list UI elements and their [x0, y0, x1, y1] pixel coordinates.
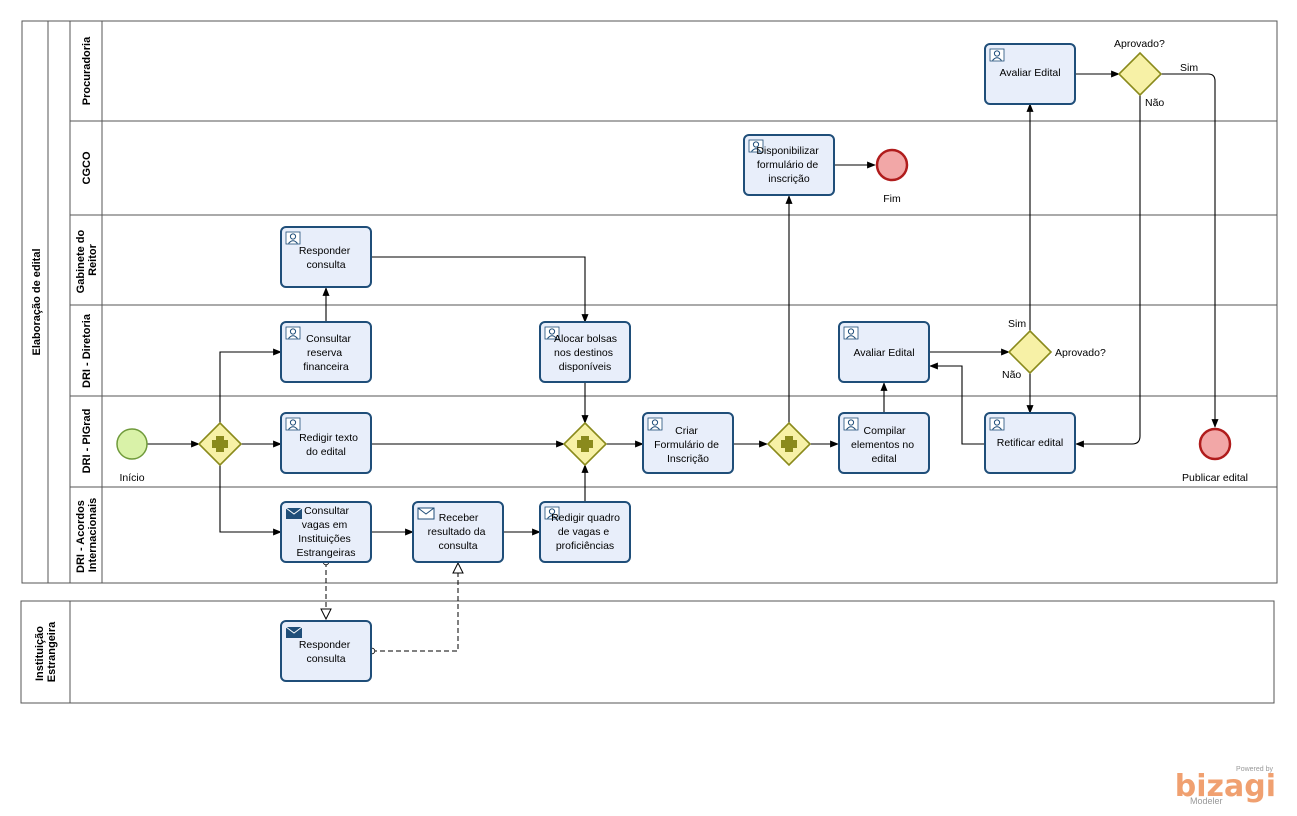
- end-event-fim: Fim: [875, 148, 909, 205]
- receive-message-icon: [417, 507, 435, 520]
- start-event-label: Início: [119, 472, 144, 484]
- message-flows: [326, 562, 458, 651]
- svg-text:Responder consulta: Responder consulta: [299, 639, 353, 665]
- svg-text:Disponibilizar formulári: Disponibilizar formulário de inscrição: [756, 145, 821, 185]
- user-icon: [285, 326, 301, 340]
- gateway-sim-label: Sim: [1008, 318, 1026, 330]
- user-icon: [989, 417, 1005, 431]
- svg-text:Alocar bolsas nos destin: Alocar bolsas nos destinos disponíveis: [554, 333, 620, 373]
- end-event-publicar-label: Publicar edital: [1182, 472, 1248, 484]
- logo-name: bizagi: [1175, 769, 1276, 804]
- send-message-icon: [285, 626, 303, 639]
- svg-text:Responder consulta: Responder consulta: [299, 245, 353, 271]
- svg-text:Receber resultado da: Receber resultado da consulta: [428, 512, 489, 552]
- end-event-publicar: Publicar edital: [1182, 427, 1248, 484]
- lane-title-gabinete: Gabinete do Reitor: [75, 227, 99, 294]
- lane-title-procuradoria: Procuradoria: [81, 36, 93, 105]
- user-icon: [843, 417, 859, 431]
- task-avaliar-edital-procuradoria[interactable]: Avaliar Edital: [984, 43, 1076, 105]
- parallel-gateway-2: [562, 421, 608, 467]
- gateway-question-label: Aprovado?: [1055, 347, 1106, 359]
- logo-powered-text: Powered by: [1236, 766, 1273, 773]
- logo-subtitle: Modeler: [1190, 796, 1223, 806]
- task-consultar-vagas[interactable]: Consultar vagas em Instituições Estrange…: [280, 501, 372, 563]
- svg-text:Consultar vagas em: Consultar vagas em Instituições Estrange…: [297, 505, 356, 559]
- exclusive-gateway-diretoria: Aprovado? Sim Não: [1002, 318, 1106, 381]
- user-icon: [285, 231, 301, 245]
- end-event-fim-label: Fim: [883, 193, 901, 205]
- lane-title-cgco: CGCO: [81, 151, 93, 184]
- svg-text:Avaliar Edital: Avaliar Edital: [853, 347, 914, 359]
- svg-text:Retificar edital: Retificar edital: [997, 437, 1064, 449]
- plus-icon: [577, 436, 593, 452]
- svg-text:Consultar reserva: Consultar reserva financeira: [303, 333, 354, 373]
- user-icon: [285, 417, 301, 431]
- lane-title-diretoria: DRI - Diretoria: [81, 313, 93, 388]
- pool-title-external: Instituição Estrangeira: [34, 621, 58, 682]
- gateway-question-label: Aprovado?: [1114, 38, 1165, 50]
- task-redigir-quadro[interactable]: Redigir quadro de vagas e proficiências: [539, 501, 631, 563]
- task-retificar-edital[interactable]: Retificar edital: [984, 412, 1076, 474]
- parallel-gateway-1: [197, 421, 243, 467]
- start-event-inicio: Início: [116, 428, 148, 484]
- lane-title-pigrad: DRI - PIGrad: [81, 409, 93, 474]
- svg-text:Criar Formulário de: Criar Formulário de Inscrição: [654, 425, 722, 465]
- gateway-nao-label: Não: [1002, 369, 1021, 381]
- svg-text:Compilar elementos no: Compilar elementos no edital: [851, 425, 917, 465]
- lane-dividers: [70, 120, 1277, 488]
- lane-title-acordos: DRI - Acordos Internacionais: [75, 497, 99, 573]
- user-icon: [989, 48, 1005, 62]
- plus-icon: [781, 436, 797, 452]
- parallel-gateway-3: [766, 421, 812, 467]
- pool-title-main: Elaboração de edital: [31, 249, 43, 356]
- gateway-nao-label: Não: [1145, 97, 1164, 109]
- send-message-icon: [285, 507, 303, 520]
- gateway-sim-label: Sim: [1180, 62, 1198, 74]
- exclusive-gateway-procuradoria: Aprovado? Sim Não: [1114, 38, 1198, 109]
- task-alocar-bolsas[interactable]: Alocar bolsas nos destinos disponíveis: [539, 321, 631, 383]
- task-criar-formulario[interactable]: Criar Formulário de Inscrição: [642, 412, 734, 474]
- task-avaliar-edital-diretoria[interactable]: Avaliar Edital: [838, 321, 930, 383]
- task-receber-resultado[interactable]: Receber resultado da consulta: [412, 501, 504, 563]
- plus-icon: [212, 436, 228, 452]
- pool-main: Elaboração de edital: [21, 20, 1278, 584]
- svg-text:Redigir quadro de vagas: Redigir quadro de vagas e proficiências: [551, 512, 623, 552]
- user-icon: [647, 417, 663, 431]
- task-disponibilizar-formulario[interactable]: Disponibilizar formulário de inscrição: [743, 134, 835, 196]
- bizagi-logo: Powered by bizagi Modeler: [1175, 766, 1276, 806]
- svg-text:Redigir texto do edital: Redigir texto do edital: [299, 432, 361, 458]
- task-consultar-reserva-financeira[interactable]: Consultar reserva financeira: [280, 321, 372, 383]
- svg-text:Avaliar Edital: Avaliar Edital: [999, 67, 1060, 79]
- task-responder-consulta-gabinete[interactable]: Responder consulta: [280, 226, 372, 288]
- task-redigir-texto-edital[interactable]: Redigir texto do edital: [280, 412, 372, 474]
- task-compilar-elementos[interactable]: Compilar elementos no edital: [838, 412, 930, 474]
- sequence-flows: [147, 70, 1219, 536]
- pool-external: Instituição Estrangeira: [20, 600, 1275, 704]
- task-responder-consulta-externa[interactable]: Responder consulta: [280, 620, 372, 682]
- user-icon: [843, 326, 859, 340]
